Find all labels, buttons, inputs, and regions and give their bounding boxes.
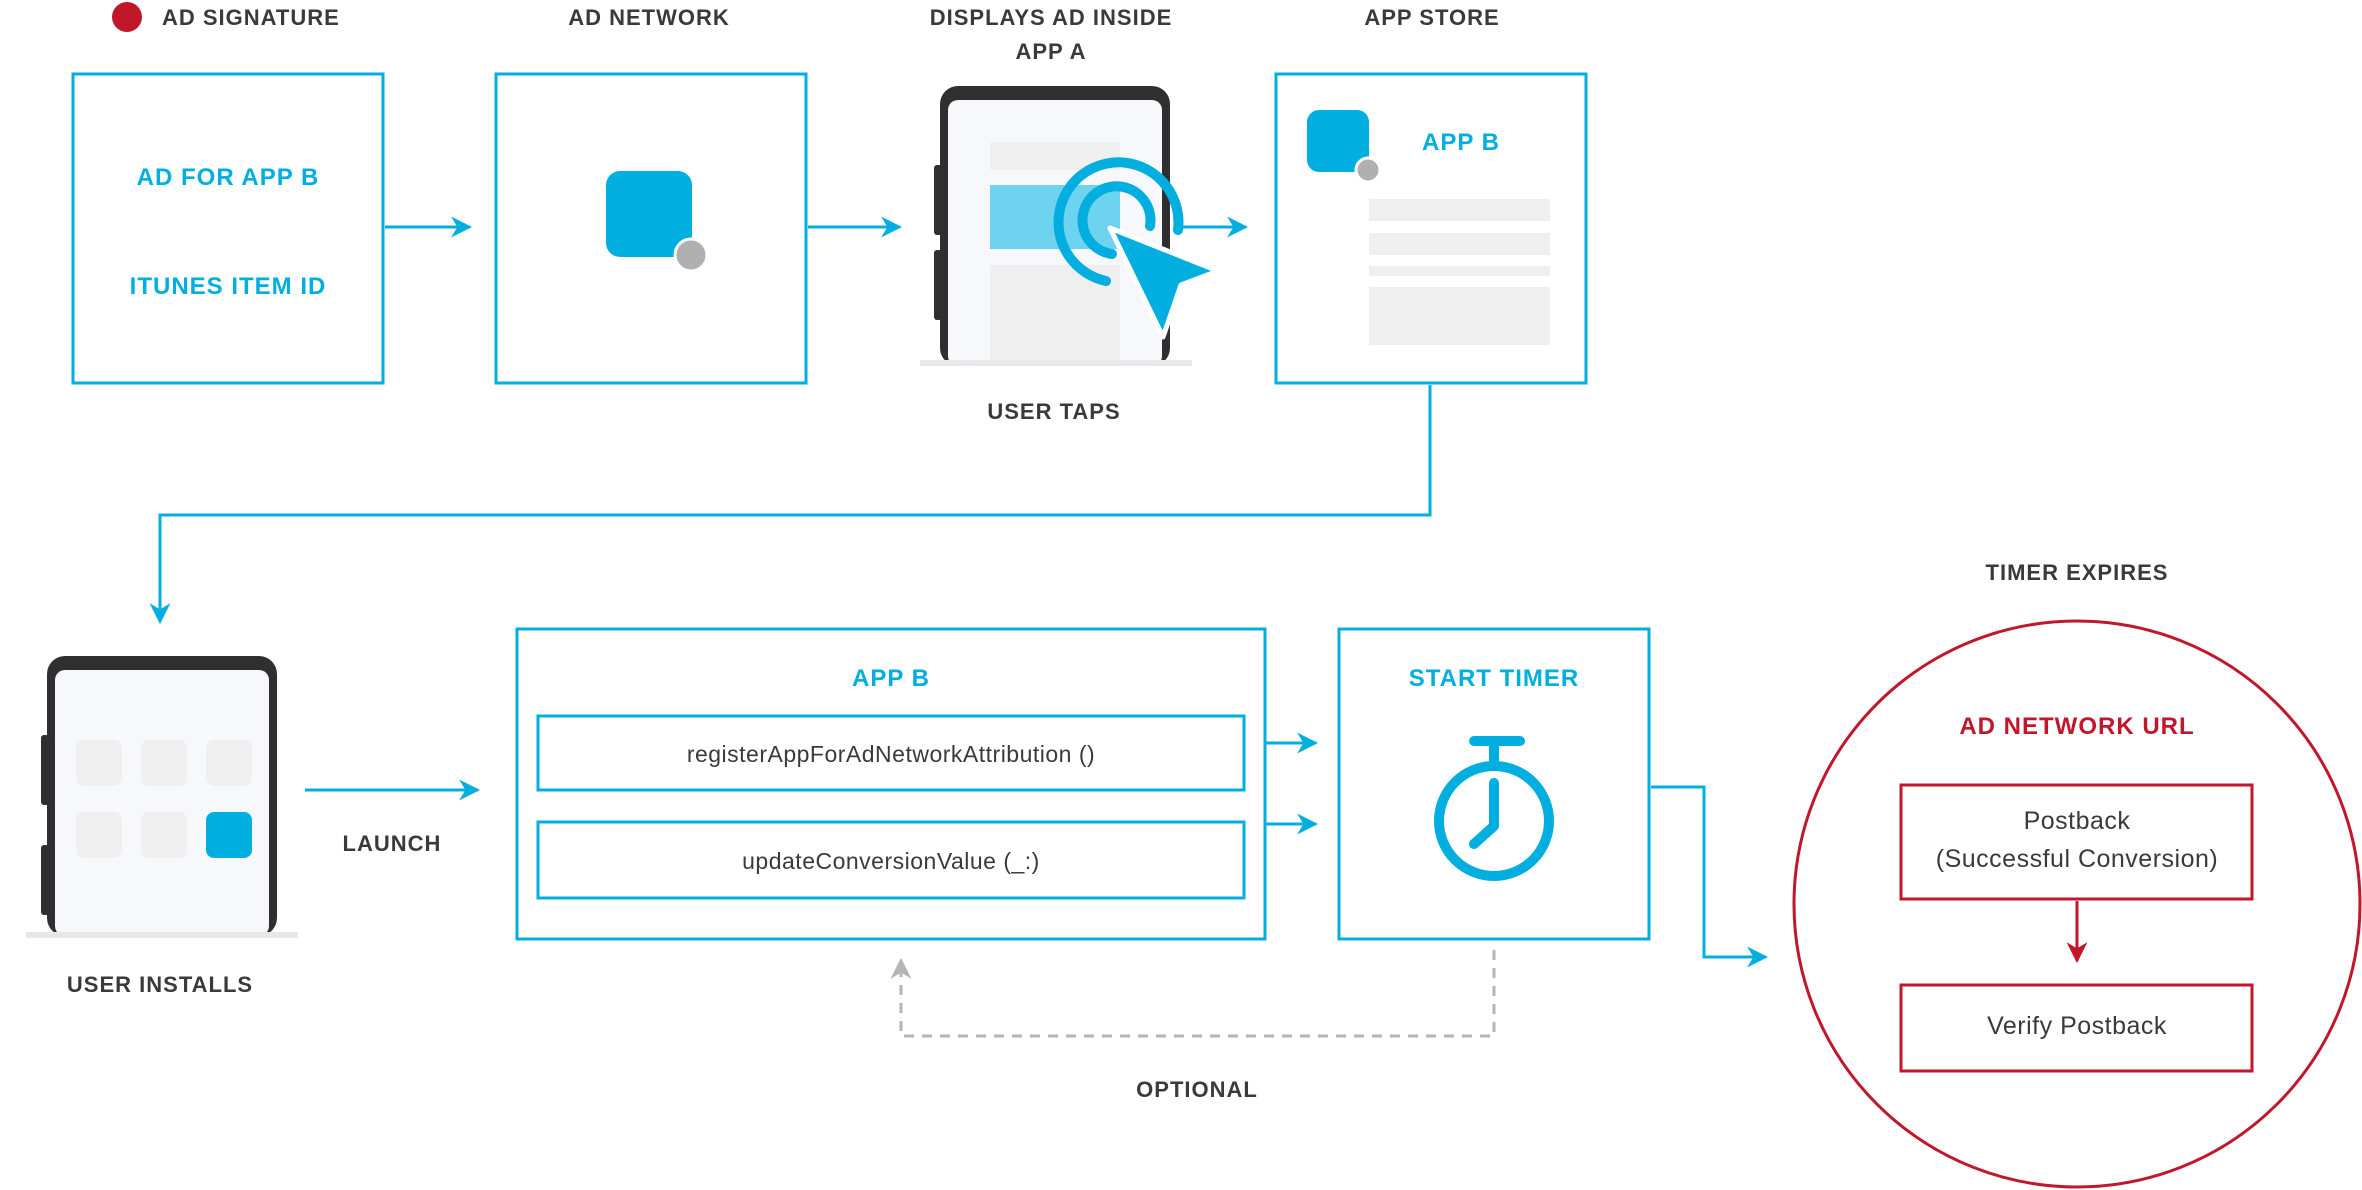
update-conversion-box	[536, 820, 1246, 900]
user-taps-label: USER TAPS	[987, 399, 1120, 424]
app-b-title: APP B	[852, 665, 930, 692]
cursor-icon	[1107, 225, 1221, 340]
ad-network-url-title: AD NETWORK URL	[1959, 713, 2194, 740]
stopwatch-icon	[1434, 736, 1554, 881]
signature-dot-icon	[673, 237, 709, 273]
register-method-box	[536, 714, 1246, 792]
verify-postback-label: Verify Postback	[1987, 1012, 2167, 1040]
ad-box-line1: AD FOR APP B	[137, 164, 320, 191]
verify-postback-box	[1899, 983, 2254, 1073]
store-placeholder-block	[1369, 287, 1550, 345]
ad-signature-dot-icon	[112, 2, 142, 32]
timer-expires-label: TIMER EXPIRES	[1986, 560, 2169, 585]
store-placeholder-line	[1369, 199, 1550, 221]
launch-label: LAUNCH	[343, 831, 442, 856]
postback-box	[1899, 783, 2254, 901]
arrow-store-to-install	[149, 385, 1432, 625]
ad-network-label: AD NETWORK	[568, 5, 730, 30]
user-installs-label: USER INSTALLS	[67, 972, 253, 997]
optional-label: OPTIONAL	[1136, 1077, 1258, 1102]
app-b-box	[515, 627, 1267, 941]
ad-signature-label: AD SIGNATURE	[162, 5, 340, 30]
app-b-store-icon	[1307, 110, 1369, 172]
update-conversion-label: updateConversionValue (_:)	[742, 848, 1040, 874]
store-placeholder-line	[1369, 233, 1550, 255]
app-store-box	[1274, 72, 1588, 385]
tap-icon	[1053, 157, 1184, 286]
register-method-label: registerAppForAdNetworkAttribution ()	[687, 741, 1095, 767]
phone-home-screen	[26, 656, 298, 938]
arrow-timer-to-url	[1651, 785, 1769, 968]
ad-box	[71, 72, 385, 385]
postback-line2: (Successful Conversion)	[1936, 845, 2218, 873]
store-placeholder-line	[1369, 266, 1550, 276]
start-timer-title: START TIMER	[1409, 665, 1580, 692]
start-timer-box	[1337, 627, 1651, 941]
displays-ad-label-line1: DISPLAYS AD INSIDE	[930, 5, 1173, 30]
ad-network-url-circle	[1792, 619, 2362, 1189]
ad-box-line2: ITUNES ITEM ID	[130, 273, 327, 300]
ad-network-box	[494, 72, 808, 385]
displays-ad-label-line2: APP A	[1015, 39, 1086, 64]
app-store-label: APP STORE	[1364, 5, 1499, 30]
postback-line1: Postback	[2024, 807, 2131, 835]
signature-dot-icon	[1354, 156, 1382, 184]
optional-dashed-arrow	[890, 950, 1496, 1038]
app-store-app-title: APP B	[1422, 129, 1500, 156]
app-icon	[606, 171, 692, 257]
